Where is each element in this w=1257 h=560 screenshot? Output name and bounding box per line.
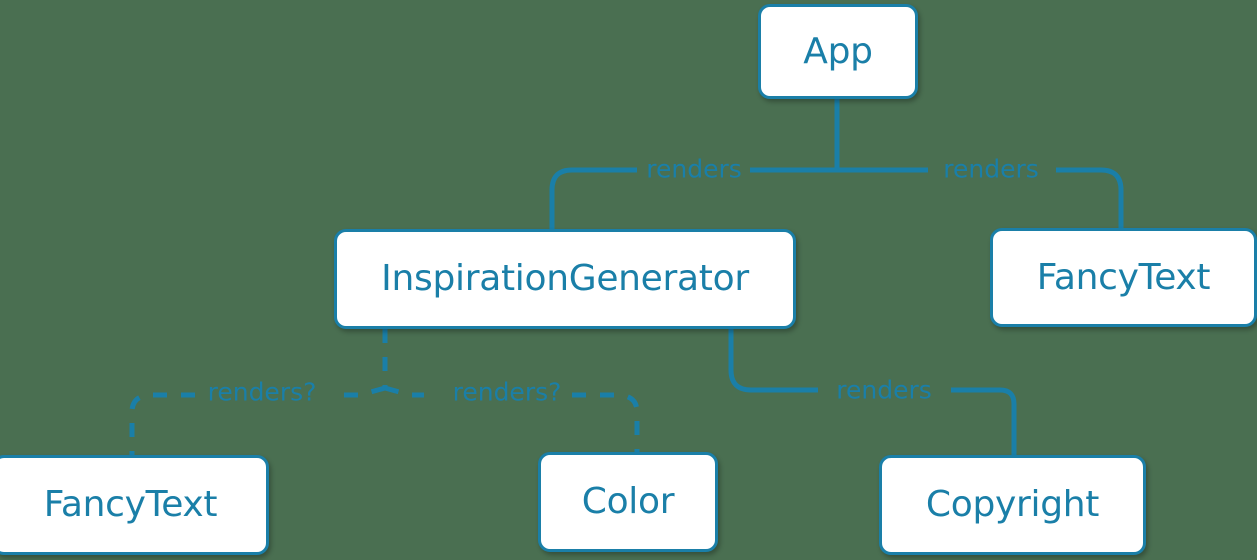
edge-label-inspirationgenerator-fancytext: renders? — [207, 377, 317, 407]
edge-app-to-fancytext-tail — [1056, 167, 1124, 228]
edge-inspirationgenerator-to-color-dashed-tail — [572, 392, 640, 452]
edge-inspirationgenerator-to-fancytext-dashed-tail — [129, 392, 195, 455]
edge-label-inspirationgenerator-copyright: renders — [836, 375, 932, 405]
edge-label-app-inspirationgenerator: renders — [646, 154, 742, 184]
edge-label-inspirationgenerator-color: renders? — [452, 377, 562, 407]
node-fancytext-right-label: FancyText — [1036, 256, 1211, 298]
edge-inspirationgenerator-to-color-dashed — [384, 385, 424, 398]
edge-label-app-fancytext: renders — [943, 154, 1039, 184]
edge-inspirationgenerator-to-fancytext-dashed — [330, 385, 386, 398]
node-color[interactable]: Color — [538, 452, 718, 552]
edge-inspirationgenerator-to-copyright-tail — [951, 387, 1017, 455]
node-fancytext-bottom-label: FancyText — [43, 484, 218, 525]
edge-inspirationgenerator-to-copyright — [728, 329, 818, 393]
node-app[interactable]: App — [758, 4, 918, 99]
node-inspirationgenerator-label: InspirationGenerator — [381, 258, 749, 299]
node-fancytext-right[interactable]: FancyText — [990, 228, 1257, 327]
node-inspirationgenerator[interactable]: InspirationGenerator — [334, 229, 796, 329]
edge-app-to-inspirationgenerator-tail — [549, 167, 637, 229]
node-copyright-label: Copyright — [925, 484, 1100, 525]
node-color-label: Color — [581, 481, 675, 522]
node-copyright[interactable]: Copyright — [879, 455, 1146, 555]
node-fancytext-bottom[interactable]: FancyText — [0, 455, 269, 555]
node-app-label: App — [803, 30, 873, 72]
